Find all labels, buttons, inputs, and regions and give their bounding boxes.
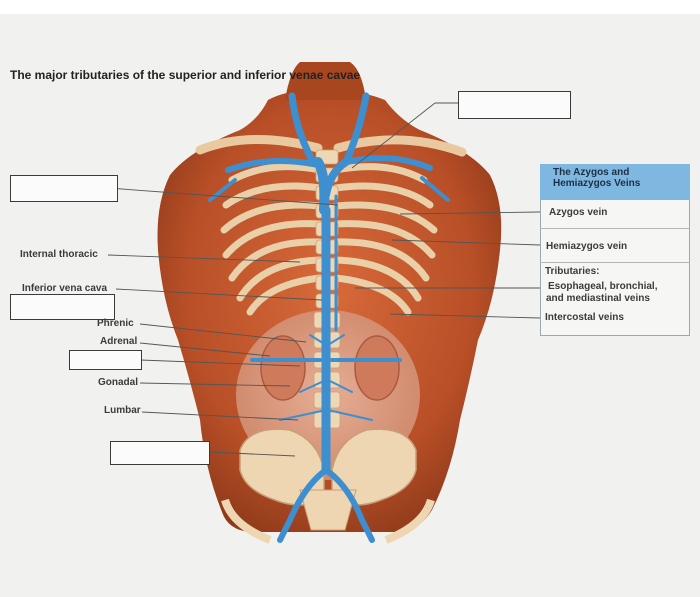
- label-tributaries-line2: and mediastinal veins: [546, 293, 650, 304]
- label-intercostal-veins: Intercostal veins: [545, 312, 624, 323]
- panel-heading-line1: The Azygos and: [553, 167, 630, 178]
- answer-box-left-lower[interactable]: [110, 441, 210, 465]
- label-azygos-vein: Azygos vein: [549, 207, 608, 218]
- label-hemiazygos-vein: Hemiazygos vein: [546, 241, 628, 252]
- azygos-panel-heading: The Azygos and Hemiazygos Veins: [540, 164, 690, 200]
- label-tributaries-line1: Esophageal, bronchial,: [548, 281, 658, 292]
- label-lumbar: Lumbar: [104, 405, 141, 416]
- label-inferior-vena-cava: Inferior vena cava: [22, 283, 108, 294]
- figure-title: The major tributaries of the superior an…: [10, 68, 361, 82]
- label-tributaries: Tributaries:: [545, 266, 600, 277]
- label-phrenic: Phrenic: [97, 318, 134, 329]
- panel-divider: [540, 262, 690, 263]
- azygos-panel-body: [540, 200, 690, 336]
- label-adrenal: Adrenal: [100, 336, 138, 347]
- panel-heading-line2: Hemiazygos Veins: [553, 178, 641, 189]
- answer-box-left-upper[interactable]: [10, 175, 118, 202]
- answer-box-left-adrenal[interactable]: [69, 350, 142, 370]
- label-gonadal: Gonadal: [98, 377, 139, 388]
- answer-box-left-middle[interactable]: [10, 294, 115, 320]
- answer-box-top-right[interactable]: [458, 91, 571, 119]
- panel-divider: [540, 228, 690, 229]
- label-internal-thoracic: Internal thoracic: [20, 249, 98, 260]
